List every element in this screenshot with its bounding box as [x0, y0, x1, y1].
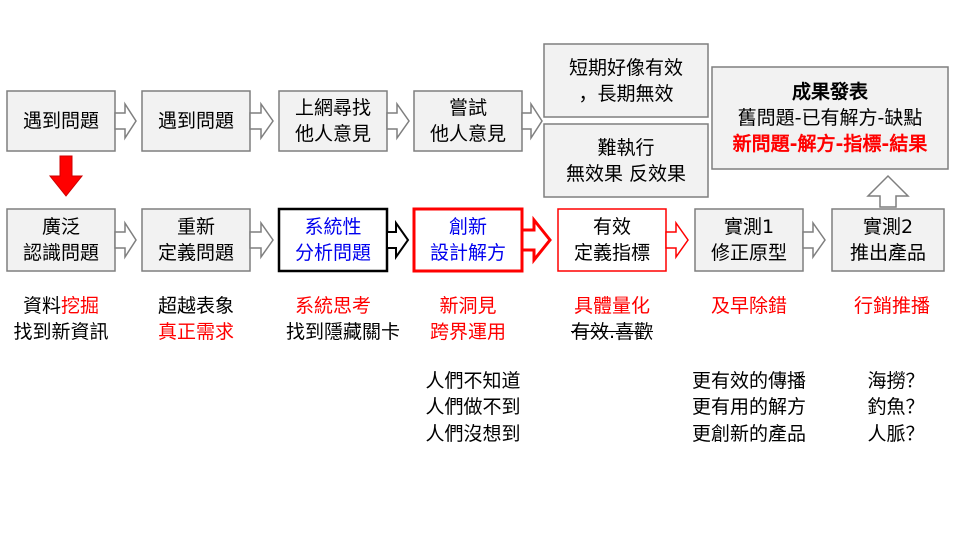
box-top-4-text: 嘗試 他人意見: [414, 91, 522, 151]
step-6-text: 實測1 修正原型: [695, 209, 803, 271]
box-top-5a: [543, 43, 709, 118]
step-1-line-1: 廣泛: [41, 216, 80, 238]
step-3-line-2: 分析問題: [294, 242, 371, 264]
arrow-step-3: [386, 219, 410, 261]
arrow-step-6: [802, 220, 826, 260]
up-arrow: [866, 174, 910, 208]
annot-3-line-2: 找到隱藏關卡: [285, 321, 400, 343]
step-6-line-1: 實測1: [723, 216, 775, 238]
arrow-step-4: [520, 215, 552, 265]
top-5b-line-2: 無效果 反效果: [565, 162, 687, 185]
box-top-3-text: 上網尋找 他人意見: [279, 91, 387, 151]
box-step-4: [412, 207, 524, 273]
annot-5-line-2: 有效.喜歡: [570, 321, 654, 343]
box-step-6: [694, 208, 804, 272]
top-4-line-1: 嘗試: [448, 97, 487, 119]
red-down-arrow: [48, 155, 84, 197]
step-4-text: 創新 設計解方: [414, 209, 522, 271]
step-1-text: 廣泛 認識問題: [7, 209, 115, 271]
box-step-7: [831, 208, 945, 272]
step-2-line-1: 重新: [176, 216, 215, 238]
box-top-2: [141, 90, 251, 152]
annot-1-line-1b: 挖掘: [61, 295, 100, 317]
step-5-line-2: 定義指標: [573, 242, 650, 264]
arrow-top-3: [386, 101, 410, 141]
results-line-2: 舊問題-已有解方-缺點: [737, 107, 923, 129]
annot-7-line-1: 行銷推播: [853, 295, 930, 317]
step-1-line-2: 認識問題: [22, 242, 99, 264]
annot-1-line-1a: 資料: [22, 295, 61, 317]
step-2-text: 重新 定義問題: [142, 209, 250, 271]
annot-1-line-1: 資料挖掘: [0, 293, 122, 319]
arrow-step-2: [249, 220, 274, 260]
annot-4-line-5: 人們沒想到: [425, 423, 521, 445]
annot-4-line-2: 跨界運用: [429, 321, 506, 343]
arrow-top-1: [114, 101, 137, 141]
box-top-1: [6, 90, 116, 152]
box-step-5: [557, 208, 667, 272]
arrow-top-2: [249, 101, 274, 141]
top-3-line-2: 他人意見: [294, 123, 371, 145]
step-3-text: 系統性 分析問題: [279, 209, 387, 271]
step-7-line-2: 推出產品: [849, 242, 926, 264]
step-3-line-1: 系統性: [304, 216, 362, 238]
annot-6-line-5: 更創新的產品: [691, 423, 806, 445]
results-title: 成果發表: [791, 81, 868, 103]
annot-2-line-2: 真正需求: [157, 321, 234, 343]
step-6-line-2: 修正原型: [710, 242, 787, 264]
box-top-3: [278, 90, 388, 152]
top-5a-line-1: 短期好像有效: [568, 56, 683, 79]
annot-6-line-4: 更有用的解方: [691, 396, 806, 418]
top-1-label: 遇到問題: [22, 110, 99, 132]
annot-7-line-3: 海撈？: [867, 370, 925, 392]
top-5b-line-1: 難執行: [597, 136, 655, 159]
box-step-3: [277, 207, 389, 273]
step-5-text: 有效 定義指標: [558, 209, 666, 271]
annot-6-line-1: 及早除錯: [710, 295, 787, 317]
box-step-2: [141, 208, 251, 272]
annot-4-line-3: 人們不知道: [425, 370, 521, 392]
box-top-1-text: 遇到問題: [7, 91, 115, 151]
annot-7-line-5: 人脈？: [867, 423, 925, 445]
annot-5-line-1: 具體量化: [573, 295, 650, 317]
box-top-5b: [543, 123, 709, 198]
box-top-2-text: 遇到問題: [142, 91, 250, 151]
annot-1-line-2: 找到新資訊: [13, 321, 109, 343]
step-2-line-2: 定義問題: [157, 242, 234, 264]
step-7-line-1: 實測2: [862, 216, 914, 238]
top-3-line-1: 上網尋找: [294, 97, 371, 119]
annot-4-line-1: 新洞見: [439, 295, 497, 317]
annot-4-line-4: 人們做不到: [425, 396, 521, 418]
box-step-1: [6, 208, 116, 272]
box-results-text: 成果發表 舊問題-已有解方-缺點 新問題-解方-指標-結果: [712, 67, 948, 169]
step-4-line-1: 創新: [448, 216, 487, 238]
results-line-3: 新問題-解方-指標-結果: [732, 133, 928, 155]
step-4-line-2: 設計解方: [429, 242, 506, 264]
box-top-5a-text: 短期好像有效 ，長期無效: [544, 44, 708, 117]
step-7-text: 實測2 推出產品: [832, 209, 944, 271]
box-top-6: [711, 66, 949, 170]
top-4-line-2: 他人意見: [429, 123, 506, 145]
top-2-label: 遇到問題: [157, 110, 234, 132]
box-top-5b-text: 難執行 無效果 反效果: [544, 124, 708, 197]
arrow-step-1: [114, 220, 137, 260]
annot-7-line-4: 釣魚？: [867, 396, 925, 418]
arrow-step-5: [665, 220, 689, 260]
top-5a-line-2: ，長期無效: [578, 82, 674, 105]
arrow-top-4: [521, 101, 543, 141]
annot-3-line-1: 系統思考: [294, 295, 371, 317]
annot-6-line-3: 更有效的傳播: [691, 370, 806, 392]
step-5-line-1: 有效: [592, 216, 631, 238]
annot-2-line-1: 超越表象: [157, 295, 234, 317]
